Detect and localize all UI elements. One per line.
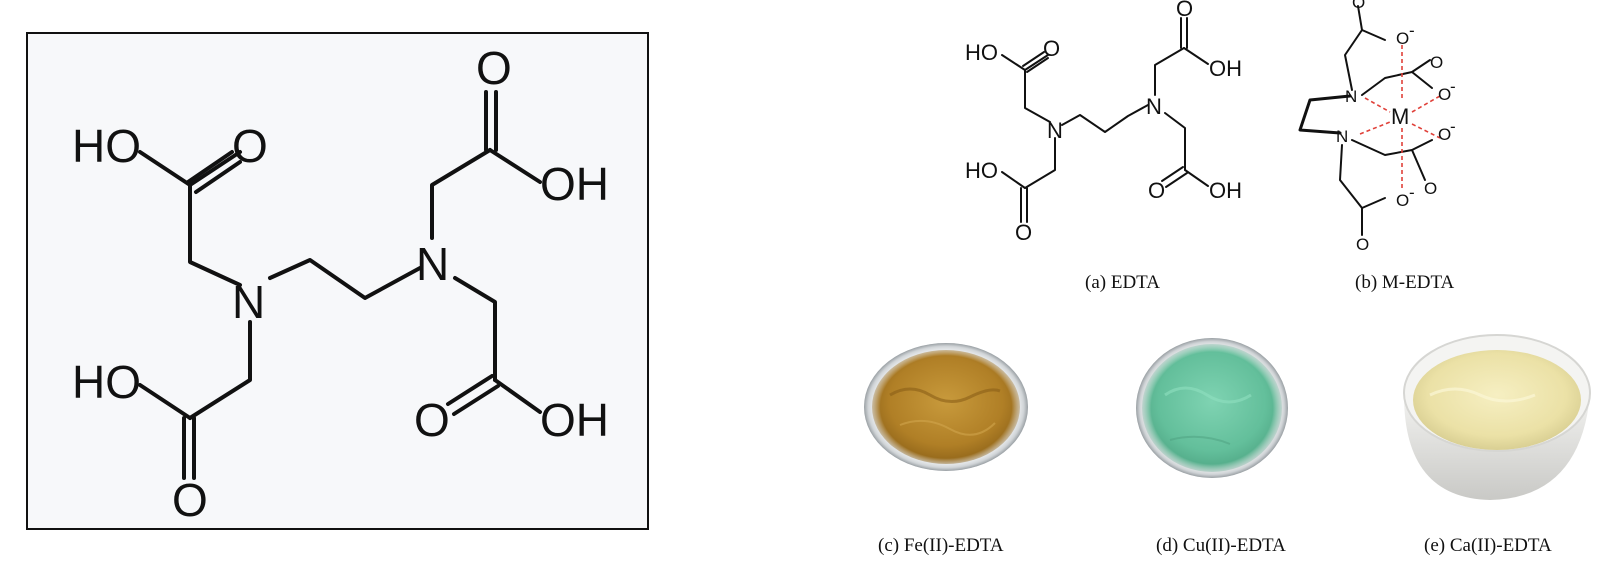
co-top — [1357, 5, 1363, 31]
upper-left-arm-small — [1024, 54, 1051, 123]
caption-e: (e) Ca(II)-EDTA — [1424, 535, 1552, 556]
co-double-small-1a — [1022, 51, 1045, 67]
nitrogen-left-label: N — [232, 276, 265, 328]
oxygen-anion-right-bottom-label: O — [1438, 125, 1451, 144]
co-right-bottom — [1411, 149, 1426, 181]
ho-bond-small-2 — [1001, 171, 1026, 189]
chelate-backbone — [1298, 94, 1352, 135]
fe-edta-photo: (c) Fe(II)-EDTA — [864, 343, 1028, 556]
co-double-1b — [194, 160, 242, 194]
nitrogen-top-chelate-label: N — [1345, 87, 1357, 106]
hydroxyl-upper-right-small-label: OH — [1209, 56, 1242, 81]
oxygen-upper-left-label: O — [232, 120, 268, 172]
lower-left-arm — [188, 320, 252, 420]
ca-edta-photo: (e) Ca(II)-EDTA — [1403, 334, 1591, 556]
oxygen-lower-left-label: O — [172, 474, 208, 526]
charge-bottom-label: - — [1409, 183, 1415, 202]
edta-large-structure: N N HO O O OH HO O O OH — [26, 32, 649, 530]
upper-right-arm — [430, 148, 492, 240]
ethylene-bridge — [268, 258, 422, 300]
bond-lines — [138, 90, 542, 480]
ho-bond-small-1 — [1001, 54, 1026, 71]
oxygen-anion-right-top-label: O — [1438, 85, 1451, 104]
oxygen-carbonyl-right-bottom-label: O — [1424, 179, 1437, 198]
hydroxyl-lower-right-small-label: OH — [1209, 178, 1242, 203]
co-double-1a — [186, 150, 234, 184]
ethylene-bridge-small — [1061, 104, 1149, 133]
oh-bond-lower-right — [493, 378, 542, 414]
caption-a: (a) EDTA — [1085, 272, 1160, 293]
m-edta-structure: M N N O O O O O O O O - - - - (b) M-EDTA — [1298, 0, 1456, 293]
caption-b: (b) M-EDTA — [1355, 272, 1455, 293]
nitrogen-bottom-chelate-label: N — [1336, 127, 1348, 146]
oxygen-anion-top-label: O — [1396, 29, 1409, 48]
oxygen-lower-right-label: O — [414, 394, 450, 446]
charge-right-top-label: - — [1450, 77, 1456, 96]
ho-bond-upper-left — [138, 150, 192, 187]
upper-left-arm — [188, 150, 242, 287]
coord-n-bottom — [1359, 121, 1391, 135]
nitrogen-left-small-label: N — [1047, 118, 1063, 143]
oxygen-anion-bottom-label: O — [1396, 191, 1409, 210]
bond-lines-chelate — [1298, 5, 1433, 236]
oxygen-carbonyl-right-top-label: O — [1430, 53, 1443, 72]
glass-rim-cu — [1136, 338, 1288, 478]
coord-o-right-top — [1411, 95, 1441, 113]
oh-bond-small-4 — [1184, 169, 1209, 187]
ho-bond-lower-left — [138, 383, 192, 420]
coord-o-right-bottom — [1411, 123, 1441, 139]
hydroxyl-lower-right-label: OH — [540, 394, 609, 446]
hydroxyl-lower-left-small-label: HO — [965, 158, 998, 183]
edta-small-structure: N N HO O O OH HO O O OH (a) EDTA — [965, 0, 1242, 293]
glass-rim-fe — [864, 343, 1028, 471]
hydroxyl-lower-left-label: HO — [72, 356, 141, 408]
oxygen-carbonyl-top-label: O — [1352, 0, 1365, 12]
hydroxyl-upper-left-small-label: HO — [965, 40, 998, 65]
hydroxyl-upper-left-label: HO — [72, 120, 141, 172]
oh-bond-small-3 — [1183, 47, 1209, 65]
oxygen-upper-right-small-label: O — [1176, 0, 1193, 21]
oh-bond-upper-right — [488, 148, 542, 184]
lower-right-arm — [453, 276, 497, 382]
arm-top — [1344, 29, 1386, 91]
bond-lines-small — [1001, 17, 1209, 223]
co-right-top — [1411, 71, 1433, 89]
oxygen-lower-left-small-label: O — [1015, 220, 1032, 245]
lower-left-arm-small — [1024, 137, 1056, 189]
oxygen-carbonyl-bottom-label: O — [1356, 235, 1369, 254]
cu-edta-photo: (d) Cu(II)-EDTA — [1136, 338, 1288, 556]
nitrogen-right-small-label: N — [1146, 94, 1162, 119]
nitrogen-right-label: N — [416, 238, 449, 290]
arm-right-top — [1361, 59, 1431, 96]
charge-right-bottom-label: - — [1450, 117, 1456, 136]
caption-d: (d) Cu(II)-EDTA — [1156, 535, 1286, 556]
hydroxyl-upper-right-label: OH — [540, 158, 609, 210]
oxygen-upper-right-label: O — [476, 42, 512, 94]
upper-right-arm-small — [1154, 47, 1185, 96]
coord-n-top — [1364, 97, 1391, 113]
co-double-4a — [446, 374, 494, 406]
arm-bottom — [1339, 144, 1386, 209]
metal-label: M — [1391, 104, 1409, 129]
lower-right-arm-small — [1164, 112, 1186, 171]
co-double-small-4a — [1161, 166, 1184, 182]
oxygen-upper-left-small-label: O — [1043, 36, 1060, 61]
caption-c: (c) Fe(II)-EDTA — [878, 535, 1004, 556]
arm-right-bottom — [1351, 139, 1433, 156]
co-double-small-4b — [1165, 172, 1188, 188]
coordination-bonds — [1359, 45, 1441, 190]
powder-texture-ca — [1429, 387, 1536, 403]
co-double-small-1b — [1026, 57, 1049, 73]
oxygen-lower-right-small-label: O — [1148, 178, 1165, 203]
co-double-4b — [452, 384, 500, 416]
charge-top-label: - — [1409, 21, 1415, 40]
